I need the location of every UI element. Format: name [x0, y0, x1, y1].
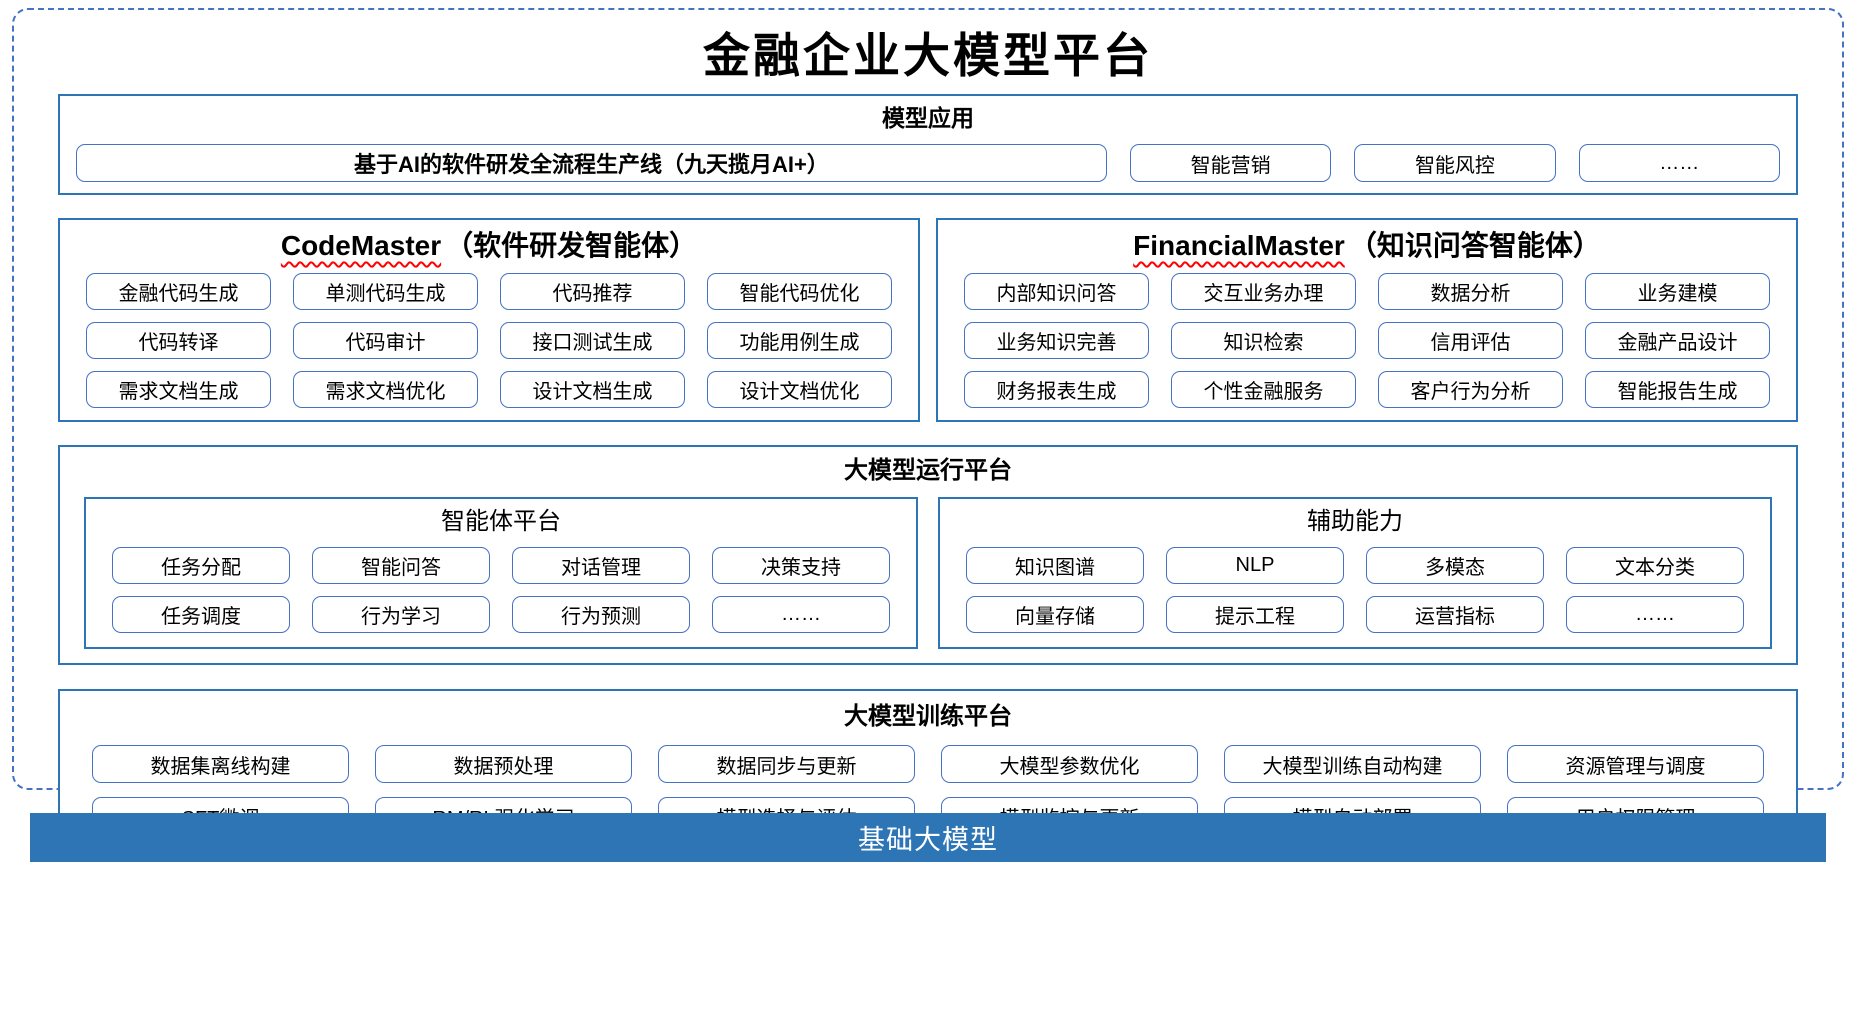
diagram-item-box: 资源管理与调度: [1507, 745, 1764, 783]
item-row: 需求文档生成需求文档优化设计文档生成设计文档优化: [86, 371, 892, 408]
diagram-item-box: ……: [1578, 144, 1780, 182]
diagram-item-box: 个性金融服务: [1171, 371, 1356, 408]
section-model-app: 模型应用 基于AI的软件研发全流程生产线（九天揽月AI+） 智能营销 智能风控 …: [58, 94, 1798, 195]
aux-capability-header: 辅助能力: [1307, 508, 1403, 535]
runtime-platform-header: 大模型运行平台: [844, 457, 1012, 484]
financialmaster-items: 内部知识问答交互业务办理数据分析业务建模业务知识完善知识检索信用评估金融产品设计…: [964, 273, 1770, 408]
diagram-item-box: 知识图谱: [966, 547, 1144, 584]
diagram-item-box: 业务知识完善: [964, 322, 1149, 359]
diagram-item-box: 代码推荐: [500, 273, 685, 310]
diagram-item-box: 决策支持: [712, 547, 890, 584]
diagram-item-box: 功能用例生成: [707, 322, 892, 359]
diagram-item-box: 提示工程: [1166, 596, 1344, 633]
item-row: 数据集离线构建数据预处理数据同步与更新大模型参数优化大模型训练自动构建资源管理与…: [92, 745, 1764, 783]
ai-pipeline-box: 基于AI的软件研发全流程生产线（九天揽月AI+）: [76, 144, 1107, 182]
item-row: 内部知识问答交互业务办理数据分析业务建模: [964, 273, 1770, 310]
diagram-item-box: NLP: [1166, 547, 1344, 584]
codemaster-title: CodeMaster（软件研发智能体）: [86, 228, 892, 264]
agent-platform-items: 任务分配智能问答对话管理决策支持任务调度行为学习行为预测……: [112, 547, 890, 633]
item-row: 代码转译代码审计接口测试生成功能用例生成: [86, 322, 892, 359]
financialmaster-subtitle: （知识问答智能体）: [1348, 230, 1601, 261]
item-row: 金融代码生成单测代码生成代码推荐智能代码优化: [86, 273, 892, 310]
diagram-item-box: 交互业务办理: [1171, 273, 1356, 310]
agent-platform-header: 智能体平台: [441, 508, 561, 535]
diagram-item-box: 行为学习: [312, 596, 490, 633]
section-runtime-platform: 大模型运行平台 智能体平台 任务分配智能问答对话管理决策支持任务调度行为学习行为…: [58, 445, 1798, 665]
diagram-item-box: 对话管理: [512, 547, 690, 584]
diagram-item-box: 大模型参数优化: [941, 745, 1198, 783]
panel-agent-platform: 智能体平台 任务分配智能问答对话管理决策支持任务调度行为学习行为预测……: [84, 497, 918, 649]
diagram-item-box: ……: [712, 596, 890, 633]
diagram-item-box: 运营指标: [1366, 596, 1544, 633]
diagram-item-box: 数据预处理: [375, 745, 632, 783]
codemaster-subtitle: （软件研发智能体）: [445, 230, 698, 261]
diagram-item-box: 智能问答: [312, 547, 490, 584]
financialmaster-title: FinancialMaster（知识问答智能体）: [964, 228, 1770, 264]
item-row: 向量存储提示工程运营指标 ……: [966, 596, 1744, 633]
platform-diagram: 金融企业大模型平台 模型应用 基于AI的软件研发全流程生产线（九天揽月AI+） …: [12, 8, 1844, 853]
diagram-item-box: 向量存储: [966, 596, 1144, 633]
model-app-header: 模型应用: [882, 105, 974, 131]
codemaster-name: CodeMaster: [280, 230, 442, 261]
diagram-item-box: 金融产品设计: [1585, 322, 1770, 359]
item-row: 任务分配智能问答对话管理决策支持: [112, 547, 890, 584]
diagram-item-box: 单测代码生成: [293, 273, 478, 310]
diagram-item-box: 需求文档生成: [86, 371, 271, 408]
item-row: 任务调度行为学习行为预测 ……: [112, 596, 890, 633]
aux-capability-items: 知识图谱 NLP 多模态文本分类向量存储提示工程运营指标 ……: [966, 547, 1744, 633]
panel-codemaster: CodeMaster（软件研发智能体） 金融代码生成单测代码生成代码推荐智能代码…: [58, 218, 920, 422]
model-app-row: 基于AI的软件研发全流程生产线（九天揽月AI+） 智能营销 智能风控 ……: [70, 144, 1786, 182]
diagram-item-box: 数据分析: [1378, 273, 1563, 310]
diagram-item-box: 行为预测: [512, 596, 690, 633]
training-platform-header: 大模型训练平台: [844, 703, 1012, 730]
diagram-item-box: 客户行为分析: [1378, 371, 1563, 408]
diagram-item-box: 智能代码优化: [707, 273, 892, 310]
diagram-item-box: 知识检索: [1171, 322, 1356, 359]
diagram-item-box: ……: [1566, 596, 1744, 633]
diagram-item-box: 接口测试生成: [500, 322, 685, 359]
codemaster-items: 金融代码生成单测代码生成代码推荐智能代码优化代码转译代码审计接口测试生成功能用例…: [86, 273, 892, 408]
diagram-item-box: 财务报表生成: [964, 371, 1149, 408]
diagram-item-box: 内部知识问答: [964, 273, 1149, 310]
diagram-item-box: 设计文档生成: [500, 371, 685, 408]
diagram-item-box: 设计文档优化: [707, 371, 892, 408]
item-row: 业务知识完善知识检索信用评估金融产品设计: [964, 322, 1770, 359]
diagram-item-box: 智能风控: [1354, 144, 1556, 182]
diagram-item-box: 任务分配: [112, 547, 290, 584]
diagram-item-box: 数据集离线构建: [92, 745, 349, 783]
financialmaster-name: FinancialMaster: [1133, 230, 1345, 261]
diagram-item-box: 数据同步与更新: [658, 745, 915, 783]
diagram-item-box: 代码审计: [293, 322, 478, 359]
base-model-bar: 基础大模型: [30, 813, 1826, 862]
item-row: 财务报表生成个性金融服务客户行为分析智能报告生成: [964, 371, 1770, 408]
diagram-item-box: 信用评估: [1378, 322, 1563, 359]
base-model-label: 基础大模型: [858, 825, 998, 855]
diagram-item-box: 多模态: [1366, 547, 1544, 584]
diagram-item-box: 代码转译: [86, 322, 271, 359]
diagram-item-box: 智能报告生成: [1585, 371, 1770, 408]
diagram-item-box: 任务调度: [112, 596, 290, 633]
panel-financialmaster: FinancialMaster（知识问答智能体） 内部知识问答交互业务办理数据分…: [936, 218, 1798, 422]
diagram-item-box: 大模型训练自动构建: [1224, 745, 1481, 783]
diagram-item-box: 智能营销: [1129, 144, 1332, 182]
diagram-item-box: 文本分类: [1566, 547, 1744, 584]
runtime-panels: 智能体平台 任务分配智能问答对话管理决策支持任务调度行为学习行为预测…… 辅助能…: [84, 497, 1772, 649]
diagram-item-box: 业务建模: [1585, 273, 1770, 310]
section-agents: CodeMaster（软件研发智能体） 金融代码生成单测代码生成代码推荐智能代码…: [58, 218, 1798, 422]
diagram-item-box: 需求文档优化: [293, 371, 478, 408]
item-row: 知识图谱 NLP 多模态文本分类: [966, 547, 1744, 584]
panel-aux-capability: 辅助能力 知识图谱 NLP 多模态文本分类向量存储提示工程运营指标 ……: [938, 497, 1772, 649]
diagram-item-box: 金融代码生成: [86, 273, 271, 310]
diagram-title: 金融企业大模型平台: [703, 29, 1153, 84]
